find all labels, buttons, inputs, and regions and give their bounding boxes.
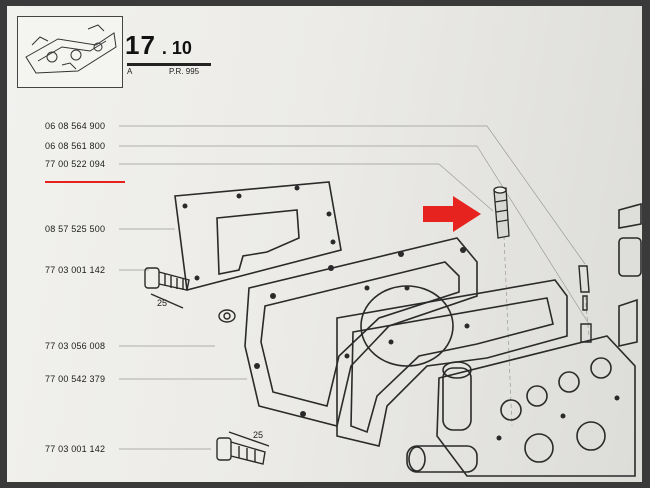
red-pointer-arrow (423, 196, 481, 232)
ref-label-1: 06 08 564 900 (45, 121, 106, 131)
revision-code: P.R. 995 (169, 67, 200, 76)
edition-letter: A (127, 67, 133, 76)
section-sub: . 10 (161, 38, 192, 58)
highlight-underline (45, 181, 125, 183)
parts-catalog-page: 17. 10 A P.R. 995 (7, 6, 642, 482)
ref-label-5: 77 03 001 142 (45, 265, 106, 275)
section-number: 17. 10 (125, 30, 192, 61)
ref-label-highlighted: 77 00 522 094 (45, 159, 106, 169)
dimension-label-upper: 25 (157, 298, 168, 308)
exploded-view-drawing (119, 125, 642, 477)
dimension-label-lower: 25 (253, 430, 264, 440)
section-main: 17 (125, 30, 156, 60)
ref-label-8: 77 03 001 142 (45, 444, 106, 454)
assembly-thumbnail (17, 16, 123, 88)
ref-label-2: 06 08 561 800 (45, 141, 106, 151)
ref-label-4: 08 57 525 500 (45, 224, 106, 234)
ref-label-6: 77 03 056 008 (45, 341, 106, 351)
ref-label-7: 77 00 542 379 (45, 374, 106, 384)
header-rule (127, 63, 211, 66)
